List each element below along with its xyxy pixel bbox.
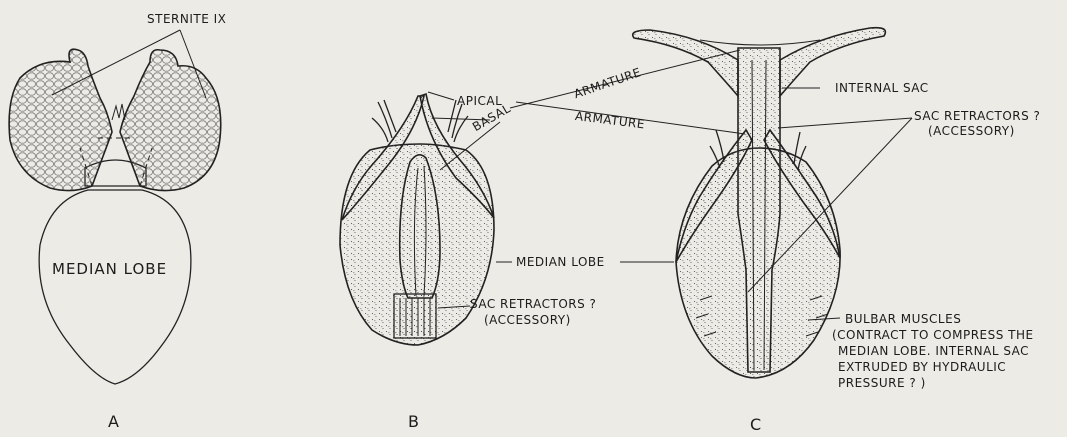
- figure-b-sac-retractors-label: SAC RETRACTORS ?: [470, 297, 596, 311]
- bulbar-note-line-4: PRESSURE ? ): [838, 376, 926, 390]
- sternite-ix-label: STERNITE IX: [147, 12, 226, 26]
- figure-b-letter: B: [408, 415, 419, 429]
- internal-sac-label: INTERNAL SAC: [835, 81, 929, 95]
- figure-c-sac-wings: [633, 30, 738, 96]
- figure-a-right-sternite: [120, 50, 221, 191]
- bulbar-note-line-2: MEDIAN LOBE. INTERNAL SAC: [838, 344, 1029, 358]
- figure-a-median-lobe-label: MEDIAN LOBE: [52, 262, 167, 276]
- median-lobe-shared-label: MEDIAN LOBE: [516, 255, 605, 269]
- figure-a-median-lobe-shape: [39, 190, 191, 384]
- bulbar-note-line-3: EXTRUDED BY HYDRAULIC: [838, 360, 1006, 374]
- figure-a-letter: A: [108, 415, 119, 429]
- figure-c-accessory-label: (ACCESSORY): [928, 124, 1015, 138]
- figure-a: [9, 49, 221, 384]
- bulbar-note-line-1: (CONTRACT TO COMPRESS THE: [832, 328, 1034, 342]
- figure-c-sac-retractors-label: SAC RETRACTORS ?: [914, 109, 1040, 123]
- figure-a-left-sternite: [9, 49, 112, 190]
- figure-b-accessory-label: (ACCESSORY): [484, 313, 571, 327]
- figure-c-letter: C: [750, 418, 761, 432]
- bulbar-muscles-label: BULBAR MUSCLES: [845, 312, 961, 326]
